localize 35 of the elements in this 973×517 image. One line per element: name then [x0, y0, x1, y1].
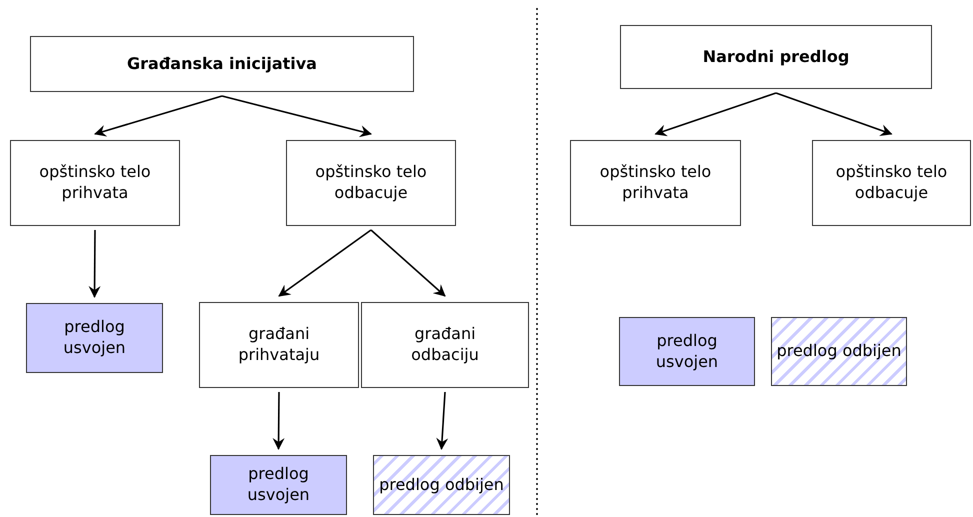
- process-box: [570, 140, 741, 226]
- box-label: Građanska inicijativa: [127, 54, 317, 74]
- arrow: [436, 392, 448, 450]
- box-label: predlog usvojen: [654, 330, 720, 372]
- process-box: [812, 140, 971, 226]
- result-box: [619, 317, 755, 386]
- arrow: [88, 230, 101, 298]
- box-label: opštinsko telo odbacuje: [834, 162, 948, 204]
- arrow: [776, 92, 892, 136]
- process-box: [286, 140, 456, 226]
- box-label: predlog odbijen: [776, 341, 902, 362]
- box-label: Narodni predlog: [702, 46, 850, 68]
- arrow: [654, 92, 776, 136]
- process-box: [30, 36, 414, 92]
- result-box: [373, 455, 510, 515]
- box-label: građani prihvataju: [237, 324, 321, 366]
- box-label: predlog usvojen: [62, 317, 127, 359]
- process-box: [620, 25, 932, 89]
- box-label: predlog usvojen: [246, 464, 311, 506]
- result-box: [26, 303, 163, 373]
- box-label: opštinsko telo prihvata: [598, 162, 712, 204]
- process-box: [199, 302, 359, 388]
- result-box: [210, 455, 347, 515]
- arrow: [278, 229, 372, 297]
- arrow: [94, 95, 222, 137]
- arrow: [272, 392, 285, 450]
- arrow: [370, 229, 446, 297]
- process-box: [361, 302, 529, 388]
- box-label: građani odbaciju: [410, 324, 480, 366]
- result-box: [771, 317, 907, 386]
- box-label: opštinsko telo prihvata: [38, 162, 152, 204]
- box-label: opštinsko telo odbacuje: [314, 162, 428, 204]
- arrow: [222, 95, 372, 138]
- box-label: predlog odbijen: [379, 474, 504, 496]
- process-box: [10, 140, 180, 226]
